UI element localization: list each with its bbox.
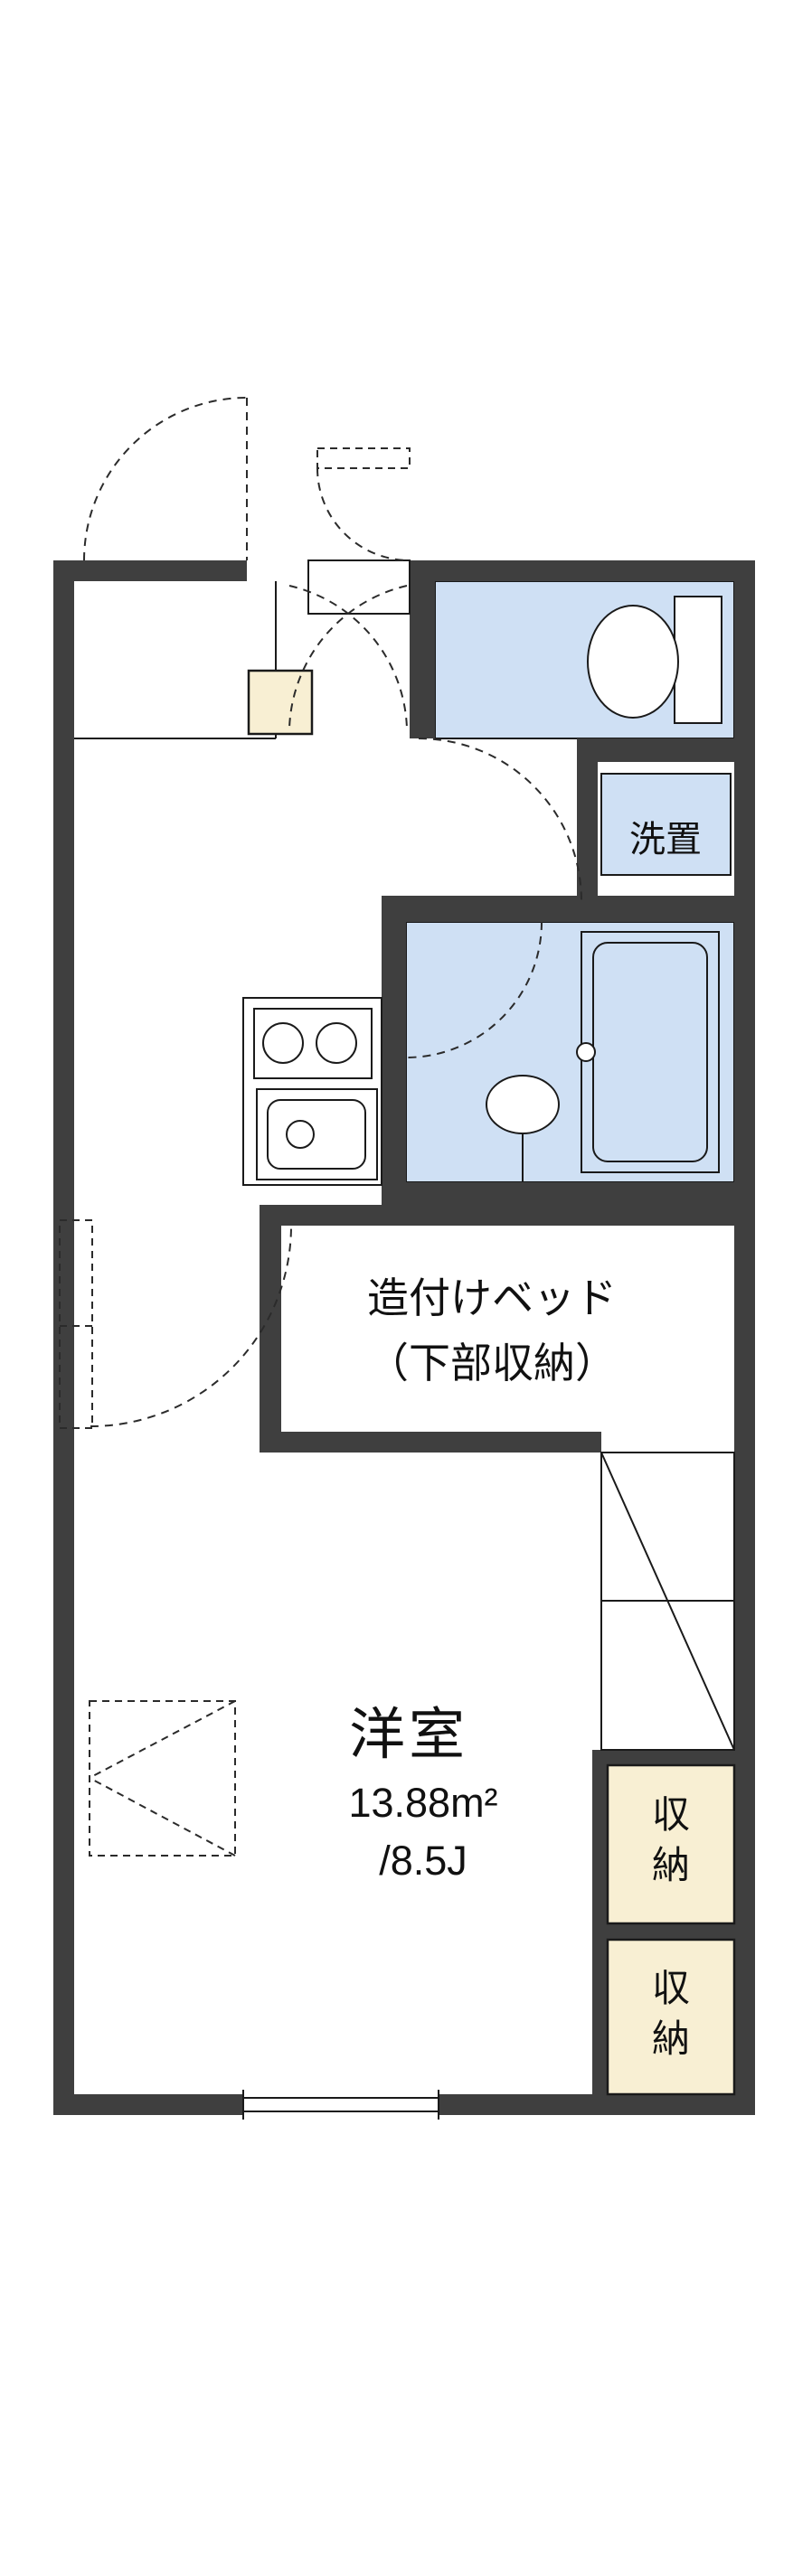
bathroom-door-swing-arc bbox=[405, 921, 543, 1058]
svg-text:納: 納 bbox=[652, 1844, 690, 1886]
sink-icon bbox=[256, 1088, 378, 1180]
entry-door-swing-arc bbox=[83, 397, 411, 561]
bed-left-wall bbox=[260, 1226, 281, 1453]
storage-top-wall bbox=[592, 1750, 734, 1765]
dashed-fixture-box bbox=[89, 1700, 236, 1857]
storage-divider-wall bbox=[608, 1923, 734, 1940]
bed-top-wall bbox=[260, 1205, 755, 1226]
storage-box-1 bbox=[606, 1763, 736, 1925]
washer-side-wall bbox=[577, 762, 598, 896]
washroom-door-swing-arc bbox=[418, 738, 582, 902]
svg-text:収: 収 bbox=[652, 1967, 690, 2009]
washer-pan bbox=[600, 773, 732, 876]
interior-walls bbox=[260, 581, 755, 2094]
storage2-label: 収 納 bbox=[652, 1967, 690, 2060]
closet bbox=[600, 1452, 735, 1751]
corridor-door-swing-arc bbox=[59, 1219, 292, 1429]
bathroom-floor bbox=[405, 921, 735, 1183]
main-room-area-jo: /8.5J bbox=[379, 1838, 467, 1884]
washer-top-wall bbox=[577, 738, 734, 762]
bathroom-bottom-wall bbox=[382, 1182, 755, 1205]
toilet-icon bbox=[587, 596, 722, 724]
main-room-label: 洋室 bbox=[349, 1704, 468, 1766]
main-room-area-m2: 13.88m² bbox=[348, 1780, 497, 1826]
stove-burners-icon bbox=[253, 1008, 373, 1079]
washer-label: 洗置 bbox=[629, 820, 702, 860]
kitchen-unit bbox=[242, 997, 382, 1186]
storage1-label: 収 納 bbox=[652, 1793, 690, 1886]
bed-bottom-wall bbox=[260, 1432, 601, 1453]
bathtub-icon bbox=[576, 931, 720, 1173]
toilet-left-wall bbox=[410, 581, 435, 738]
svg-text:納: 納 bbox=[652, 2017, 690, 2060]
storage-box-2 bbox=[606, 1938, 736, 2096]
svg-text:収: 収 bbox=[652, 1793, 690, 1836]
drain-icon bbox=[486, 1075, 560, 1182]
window bbox=[242, 2090, 439, 2120]
storage-left-wall bbox=[592, 1750, 608, 2094]
bathroom-top-wall bbox=[382, 896, 755, 922]
bed-label-line1: 造付けベッド bbox=[367, 1274, 617, 1321]
bed-label-line2: （下部収納） bbox=[367, 1340, 617, 1387]
bathroom-left-wall bbox=[382, 922, 406, 1205]
entry-step bbox=[307, 559, 411, 615]
shoe-cabinet bbox=[247, 669, 314, 736]
